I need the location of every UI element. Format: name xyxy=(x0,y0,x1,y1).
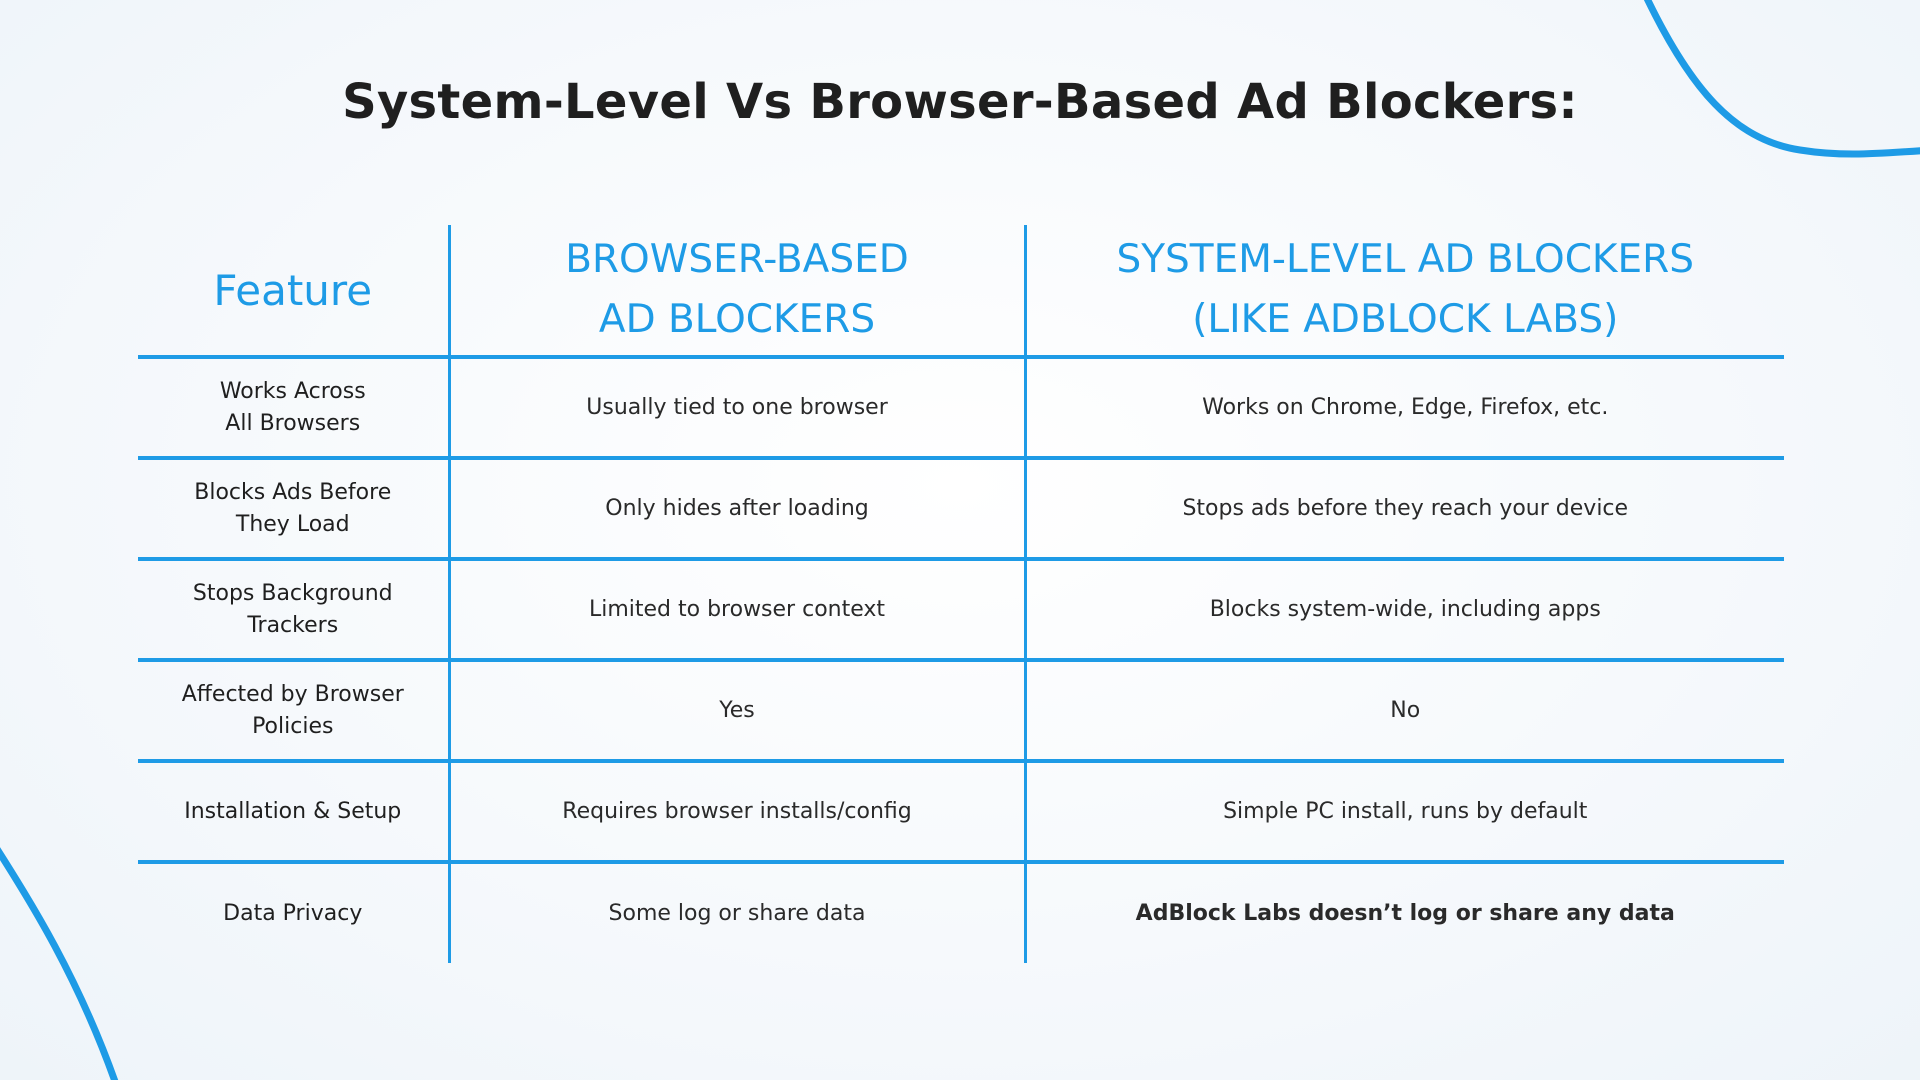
browser-based-cell: Yes xyxy=(447,660,1025,763)
feature-line: Stops Background xyxy=(192,580,393,606)
feature-line: Policies xyxy=(252,713,334,739)
header-feature: Feature xyxy=(138,225,449,359)
browser-based-cell: Limited to browser context xyxy=(447,559,1025,662)
header-browser-based-line-2: AD BLOCKERS xyxy=(598,297,876,342)
feature-line: All Browsers xyxy=(225,410,361,436)
bottom-left-curve xyxy=(0,847,119,1080)
table-header-row: Feature BROWSER-BASED AD BLOCKERS SYSTEM… xyxy=(138,225,1784,359)
table-row: Affected by Browser Policies Yes No xyxy=(138,660,1784,763)
page-title: System-Level Vs Browser-Based Ad Blocker… xyxy=(342,74,1578,130)
feature-cell: Stops Background Trackers xyxy=(138,559,449,662)
header-system-level-line-2: (LIKE ADBLOCK LABS) xyxy=(1192,297,1619,342)
system-level-cell: Works on Chrome, Edge, Firefox, etc. xyxy=(1023,357,1784,460)
header-browser-based-line-1: BROWSER-BASED xyxy=(565,237,909,282)
system-level-cell: Simple PC install, runs by default xyxy=(1023,761,1784,864)
comparison-table: Feature BROWSER-BASED AD BLOCKERS SYSTEM… xyxy=(138,225,1784,963)
feature-line: Installation & Setup xyxy=(184,798,402,824)
browser-based-cell: Usually tied to one browser xyxy=(447,357,1025,460)
feature-line: Data Privacy xyxy=(223,900,363,926)
table-row: Stops Background Trackers Limited to bro… xyxy=(138,559,1784,662)
table-row: Data Privacy Some log or share data AdBl… xyxy=(138,862,1784,963)
system-level-cell-highlight: AdBlock Labs doesn’t log or share any da… xyxy=(1023,862,1784,963)
header-system-level-line-1: SYSTEM-LEVEL AD BLOCKERS xyxy=(1116,237,1695,282)
feature-line: Affected by Browser xyxy=(181,681,404,707)
system-level-cell: Stops ads before they reach your device xyxy=(1023,458,1784,561)
feature-cell: Works Across All Browsers xyxy=(138,357,449,460)
header-browser-based: BROWSER-BASED AD BLOCKERS xyxy=(447,225,1025,359)
browser-based-cell: Some log or share data xyxy=(447,862,1025,963)
table-row: Works Across All Browsers Usually tied t… xyxy=(138,357,1784,460)
feature-cell: Installation & Setup xyxy=(138,761,449,864)
system-level-cell: Blocks system-wide, including apps xyxy=(1023,559,1784,662)
feature-line: They Load xyxy=(235,511,350,537)
feature-cell: Affected by Browser Policies xyxy=(138,660,449,763)
browser-based-cell: Only hides after loading xyxy=(447,458,1025,561)
feature-cell: Data Privacy xyxy=(138,862,449,963)
feature-line: Blocks Ads Before xyxy=(194,479,392,505)
browser-based-cell: Requires browser installs/config xyxy=(447,761,1025,864)
feature-line: Works Across xyxy=(219,378,366,404)
header-system-level: SYSTEM-LEVEL AD BLOCKERS (LIKE ADBLOCK L… xyxy=(1023,225,1784,359)
feature-cell: Blocks Ads Before They Load xyxy=(138,458,449,561)
table-row: Blocks Ads Before They Load Only hides a… xyxy=(138,458,1784,561)
system-level-cell: No xyxy=(1023,660,1784,763)
feature-line: Trackers xyxy=(247,612,339,638)
table-row: Installation & Setup Requires browser in… xyxy=(138,761,1784,864)
